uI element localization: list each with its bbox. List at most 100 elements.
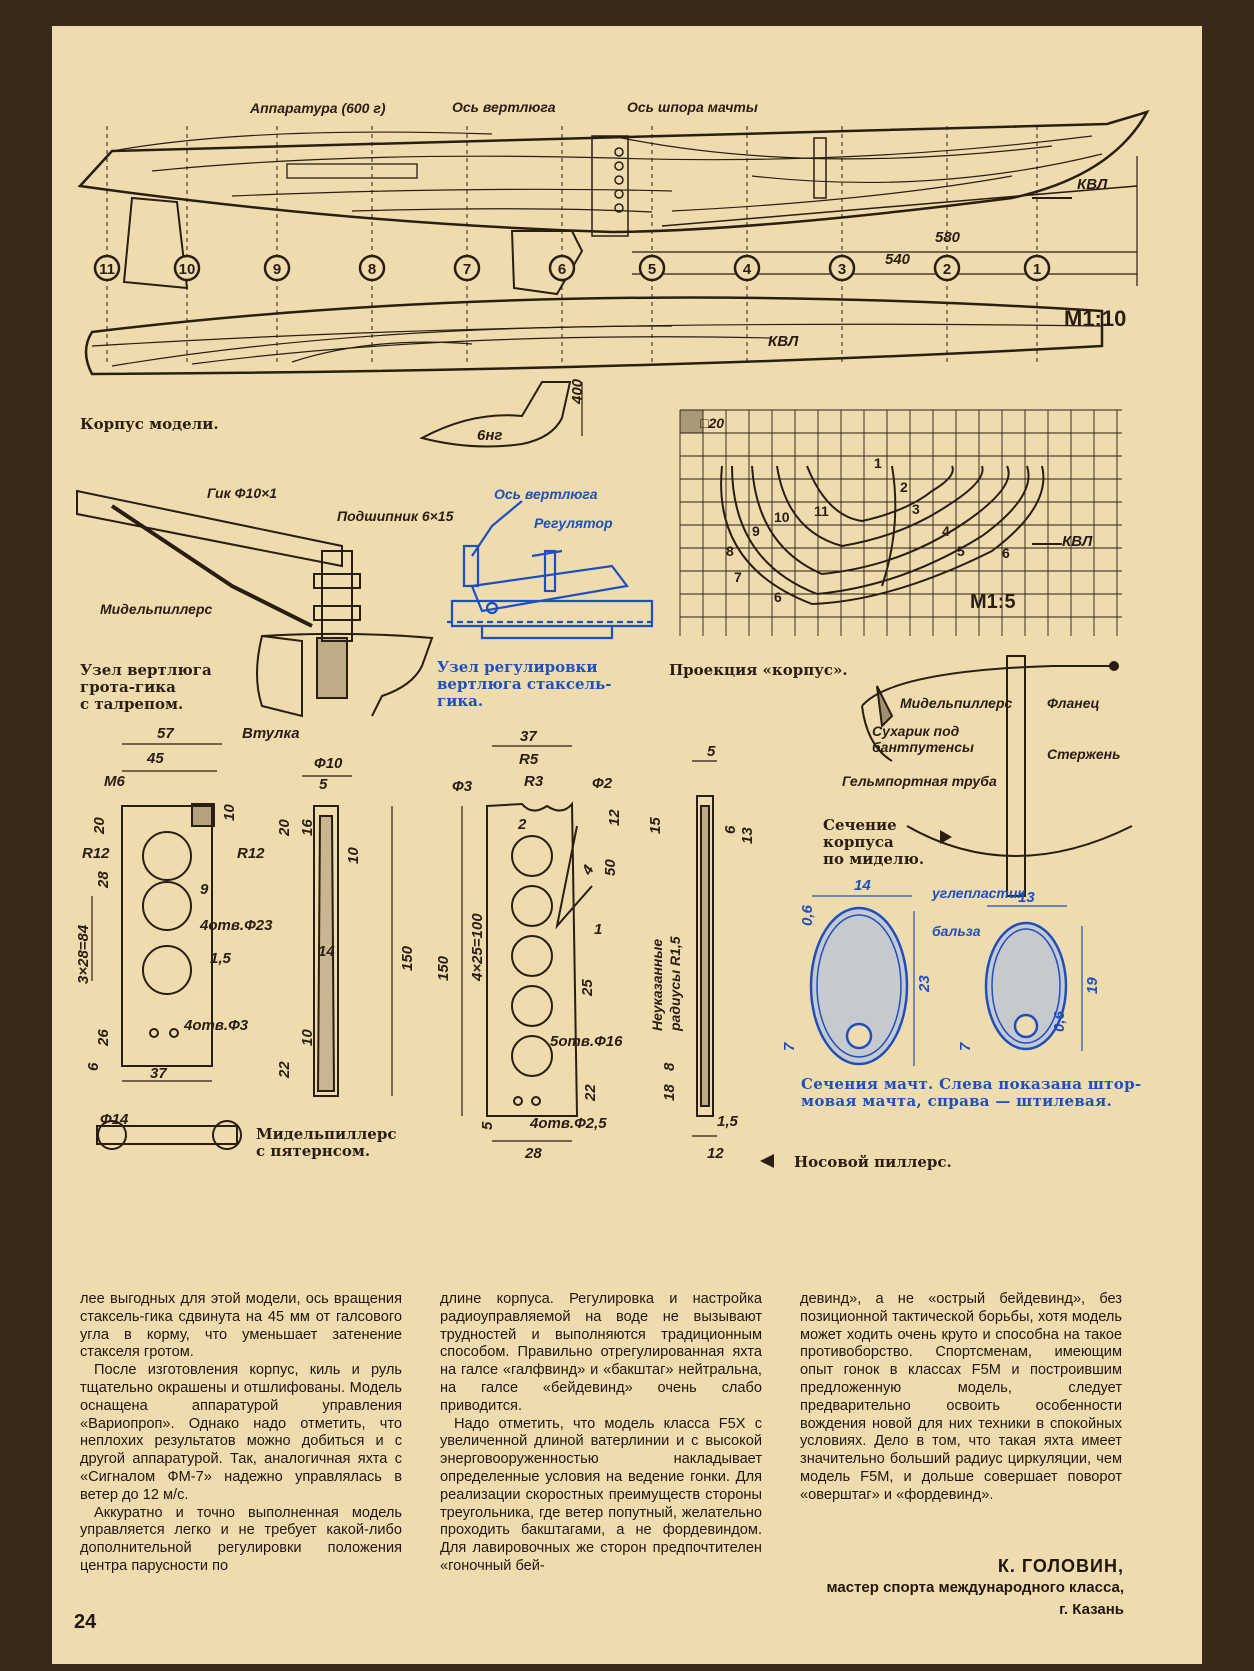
hull-profile (77, 109, 1150, 296)
dim-d25: 25 (579, 979, 596, 997)
dim-d6: 6 (85, 1062, 102, 1071)
dim-d57: 57 (157, 725, 174, 742)
station-number: 2 (943, 261, 951, 278)
dim-d45: 45 (146, 750, 164, 767)
dim-left-w: 14 (854, 877, 871, 894)
dim-s18: 18 (661, 1084, 678, 1101)
station-5: 5 (638, 126, 666, 366)
regulator-drawing (447, 500, 657, 640)
magazine-page: Аппаратура (600 г) Ось вертлюга Ось шпор… (52, 26, 1202, 1664)
dim-s15: 15 (647, 817, 664, 834)
dim-d4x25: 4×25=100 (469, 913, 486, 982)
dim-d2: 2 (517, 816, 527, 833)
dim-d50: 50 (602, 859, 619, 876)
section-number: 6 (1002, 545, 1010, 561)
pointer-mid-section (940, 830, 952, 844)
dim-r12b: R12 (237, 845, 265, 862)
bow-pillar-drawing (461, 745, 717, 1142)
radii-1: Неуказанные (649, 939, 665, 1031)
body-plan-grid (679, 409, 1122, 636)
station-6: 6 (548, 126, 576, 366)
label-kvl-plan: КВЛ (768, 333, 799, 350)
dim-d12: 12 (606, 809, 623, 826)
label-mast-step-axis: Ось шпора мачты (627, 99, 758, 115)
label-tube: Гельмпортная труба (842, 773, 997, 789)
body-plan-sections (720, 465, 1045, 606)
station-number: 5 (648, 261, 656, 278)
station-7: 7 (453, 126, 481, 366)
dim-d37: 37 (150, 1065, 167, 1082)
station-number: 8 (368, 261, 376, 278)
caption-mast-sections: Сечения мачт. Слева показана штор- мовая… (801, 1075, 1142, 1110)
station-number: 4 (743, 261, 752, 278)
dim-r3: R3 (524, 773, 544, 790)
dim-d10s: 10 (345, 847, 362, 864)
section-number: 10 (774, 509, 790, 525)
dim-d150: 150 (435, 955, 452, 981)
dim-580: 580 (935, 229, 961, 246)
dim-d10b: 10 (299, 1029, 316, 1046)
station-number: 3 (838, 261, 846, 278)
scale-m5: М1:5 (970, 591, 1016, 613)
label-regulator: Регулятор (534, 515, 613, 531)
dim-d20: 20 (91, 817, 108, 835)
dim-540: 540 (885, 251, 911, 268)
section-number: 4 (942, 523, 950, 539)
section-number: 9 (752, 523, 760, 539)
dim-r12a: R12 (82, 845, 110, 862)
dim-d3x28: 3×28=84 (75, 924, 92, 984)
station-number: 7 (463, 261, 471, 278)
dim-d14: 14 (318, 943, 335, 960)
section-number: 7 (734, 569, 742, 585)
dim-f2: Ф2 (592, 775, 613, 792)
grid-kvl: КВЛ (1062, 533, 1093, 550)
label-boom: Гик Ф10×1 (207, 485, 277, 501)
dim-d5: 5 (319, 776, 328, 793)
label-blocks-2: бантпутенсы (872, 739, 974, 755)
dim-s5: 5 (707, 743, 716, 760)
dim-holes3: 4отв.Ф3 (183, 1017, 249, 1034)
dim-d28: 28 (524, 1145, 542, 1162)
dim-s15b: 1,5 (717, 1113, 739, 1130)
drawings: Аппаратура (600 г) Ось вертлюга Ось шпор… (75, 99, 1150, 1168)
dim-d16: 16 (299, 819, 316, 836)
caption-regulator: Узел регулировки вертлюга стаксель- гика… (437, 658, 612, 710)
dim-d26: 26 (95, 1029, 112, 1047)
dim-f3: Ф3 (452, 778, 473, 795)
dim-s12: 12 (707, 1145, 724, 1162)
label-bearing: Подшипник 6×15 (337, 508, 454, 524)
dim-d150: 150 (399, 945, 416, 971)
label-blocks-1: Сухарик под (872, 723, 960, 739)
caption-bow-pillar: Носовой пиллерс. (794, 1153, 952, 1171)
dim-d22: 22 (276, 1061, 293, 1079)
dim-s13: 13 (739, 827, 756, 844)
caption-swivel: Узел вертлюга грота-гика с талрепом. (80, 661, 212, 713)
station-number: 10 (179, 261, 196, 278)
dim-right-b: 7 (957, 1042, 974, 1051)
label-kvl-top: КВЛ (1077, 176, 1108, 193)
dim-left-t: 0,6 (799, 904, 816, 926)
caption-mid-pillar: Мидельпиллерс с пятернсом. (256, 1125, 397, 1160)
dim-d4: 4 (578, 862, 598, 879)
station-9: 9 (263, 126, 291, 366)
dim-right-h: 19 (1084, 977, 1101, 994)
hull-profile-holes (614, 147, 624, 213)
caption-projection: Проекция «корпус». (669, 661, 848, 679)
station-3: 3 (828, 126, 856, 366)
label-mid-pillar: Мидельпиллерс (900, 695, 1013, 711)
label-swivel-axis: Ось вертлюга (452, 99, 556, 115)
station-number: 1 (1033, 261, 1041, 278)
dim-d1: 1 (594, 921, 602, 938)
station-1: 1 (1023, 126, 1051, 366)
dim-r5: R5 (519, 751, 539, 768)
dim-f10: Ф10 (314, 755, 343, 772)
dim-right-w: 13 (1018, 889, 1035, 906)
station-2: 2 (933, 126, 961, 366)
dim-d5: 5 (479, 1121, 496, 1130)
station-8: 8 (358, 126, 386, 366)
dim-holes16: 5отв.Ф16 (550, 1033, 623, 1050)
article-column-3: девинд», а не «острый бейдевинд», без по… (800, 1291, 1122, 1503)
dim-d28: 28 (95, 871, 112, 889)
dim-d20s: 20 (276, 819, 293, 837)
dim-d10: 10 (221, 804, 238, 821)
